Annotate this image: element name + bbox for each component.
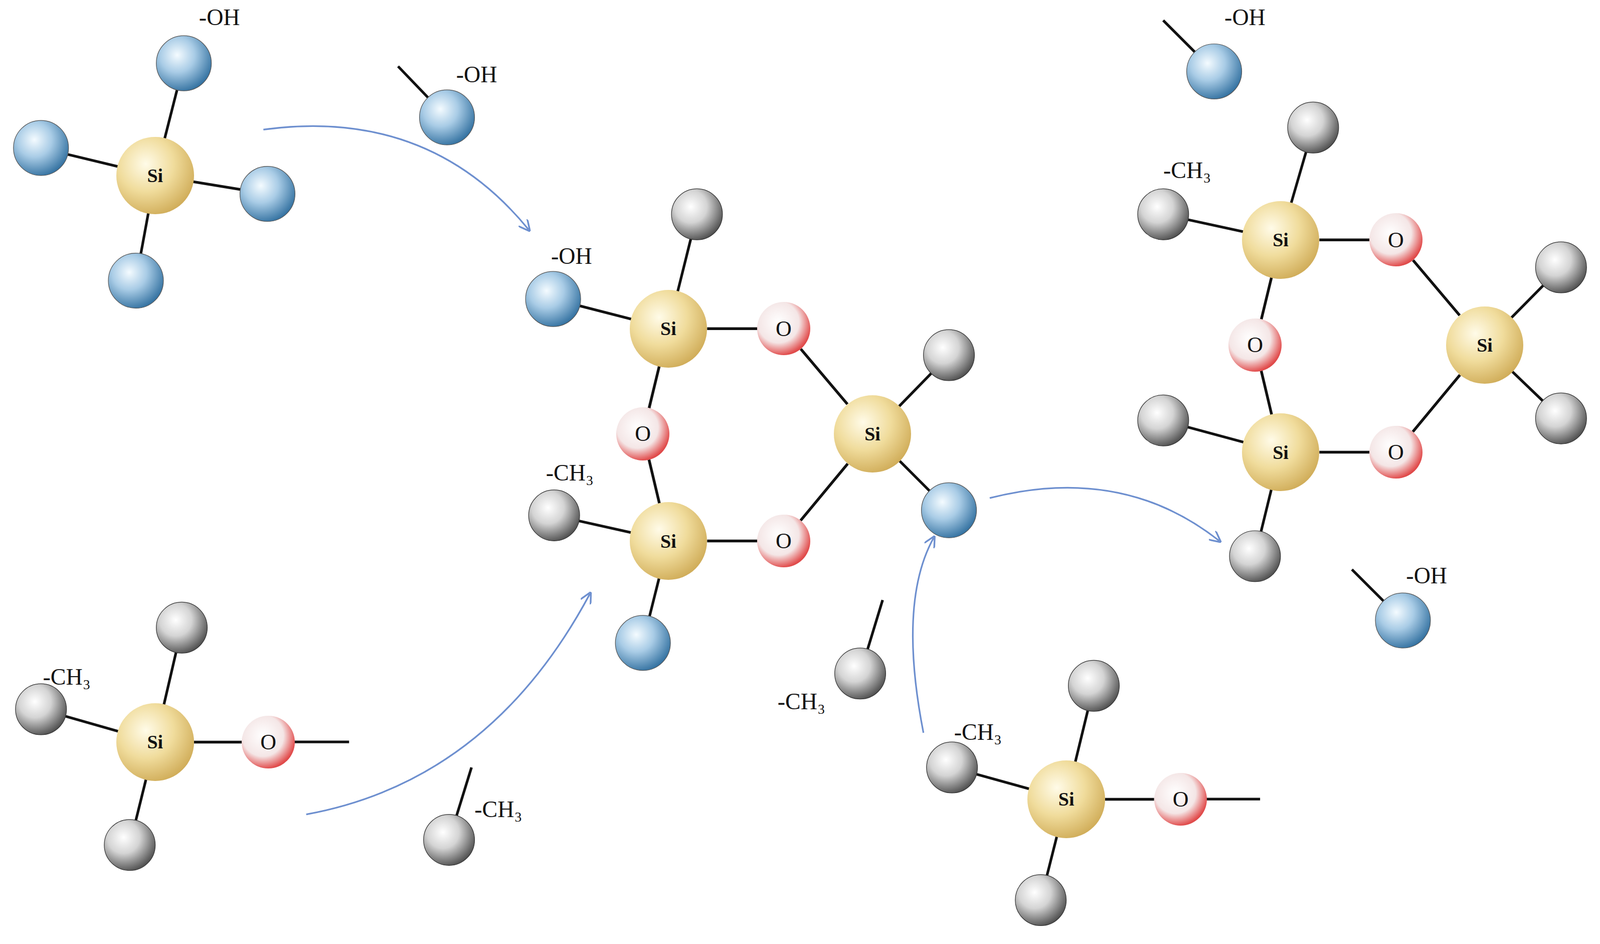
siloxane-bond [706,327,758,331]
oxygen-atom: O [757,514,811,568]
siloxane-bond [649,366,660,408]
oxygen-atom: O [241,715,295,769]
silicon-atom: Si [116,702,195,781]
group-label: -OH [551,244,593,268]
atom-symbol: Si [1272,228,1289,251]
group-label: -CH₃ [546,461,594,485]
atom-symbol: O [634,420,651,447]
atom-symbol: Si [660,529,677,553]
silicon-atom: Si [1241,201,1320,279]
atom-symbol: Si [864,422,881,445]
bond-sticks [41,20,1562,901]
siloxane-bond [1319,238,1370,242]
siloxane-bond [1319,450,1370,454]
atom-symbol: O [1247,331,1264,358]
atom-symbol: Si [146,730,163,753]
atom-symbol: Si [1272,441,1289,464]
atom-symbol: O [775,315,792,342]
oxygen-atom: O [757,301,811,355]
hydroxyl-spheres [13,35,1431,671]
methyl-spheres [15,101,1587,926]
group-label: -OH [1224,6,1266,30]
silicon-atom: Si [116,136,195,215]
atom-symbol: Si [1476,333,1493,357]
siloxane-bond [1105,797,1155,801]
group-label: -CH₃ [954,720,1002,744]
group-label: -OH [1405,564,1448,588]
oxygen-atom: O [616,407,670,461]
siloxane-bond [706,539,758,543]
atom-symbol: Si [146,164,163,187]
silicon-atom: Si [1241,413,1320,491]
siloxane-bond [800,463,848,520]
oxygen-atom: O [1228,318,1282,372]
atom-symbol: O [1172,786,1189,812]
group-label: -CH₃ [42,665,91,689]
siloxane-bond [194,740,243,744]
silicon-atom: Si [629,501,708,580]
group-label: -OH [456,63,498,87]
group-label: -CH₃ [777,689,826,714]
atom-symbol: O [1387,439,1404,465]
atom-symbol: Si [1058,787,1075,810]
atom-symbol: Si [660,317,677,340]
oxygen-atom: O [1369,213,1423,267]
atom-symbol: O [260,729,277,755]
siloxane-bond [1261,370,1272,415]
atom-symbol: O [1387,227,1404,253]
silicon-atom: Si [833,395,912,473]
silicon-atom: Si [1027,760,1106,838]
oxygen-atom: O [1369,425,1423,479]
siloxane-bond [800,348,848,405]
group-label: -CH₃ [474,797,522,821]
siloxane-bond [1261,277,1272,319]
oxygen-atom: O [1154,772,1208,826]
siloxane-bond [648,459,660,503]
siloxane-bond [1412,374,1461,432]
group-label: -CH₃ [1163,158,1211,183]
atom-symbol: O [775,527,792,554]
reaction-arrows [263,125,1219,814]
silicon-atom: Si [1446,306,1524,385]
siloxane-bond [1412,260,1460,316]
group-label: -OH [199,6,241,30]
silicon-atom: Si [629,289,708,368]
